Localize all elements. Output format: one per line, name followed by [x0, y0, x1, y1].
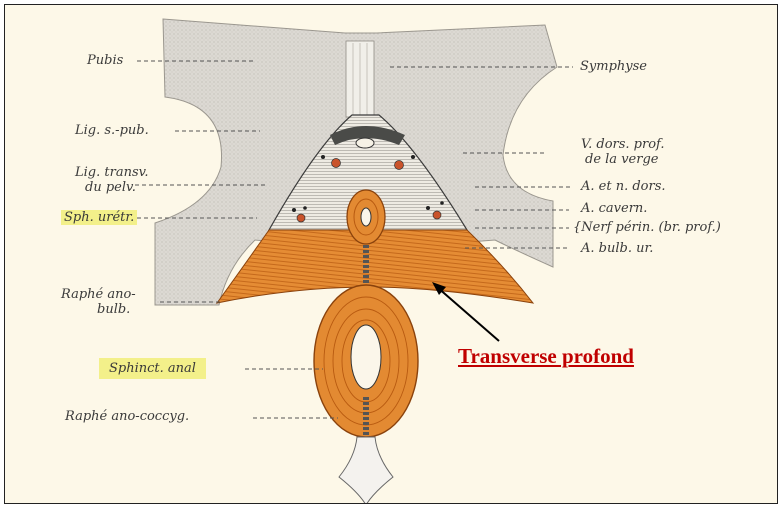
- vessel-left-dorsal: [332, 159, 341, 168]
- vessel-right-dorsal: [395, 161, 404, 170]
- label-raphe-ano-coccyg: Raphé ano-coccyg.: [65, 409, 189, 424]
- label-a-n-dors: A. et n. dors.: [581, 179, 666, 194]
- urethra: [361, 208, 371, 226]
- label-nerf-perin: {Nerf périn. (br. prof.): [573, 220, 721, 235]
- label-pubis: Pubis: [87, 53, 123, 68]
- label-lig-s-pub: Lig. s.-pub.: [75, 123, 149, 138]
- coccyx: [339, 437, 393, 504]
- anatomy-illustration: [5, 5, 778, 504]
- vessel-left-cavern: [297, 214, 305, 222]
- label-a-cavern: A. cavern.: [581, 201, 647, 216]
- label-a-bulb-ur: A. bulb. ur.: [581, 241, 653, 256]
- label-sph-uretr: Sph. urétr.: [61, 210, 137, 225]
- label-sphinct-anal: Sphinct. anal: [99, 361, 206, 376]
- anus: [351, 325, 381, 389]
- label-raphe-ano-bulb: Raphé ano- bulb.: [61, 287, 136, 317]
- figure-frame: Pubis Lig. s.-pub. Lig. transv. du pelv.…: [4, 4, 778, 504]
- dorsal-vein: [356, 138, 374, 148]
- label-v-dors-prof: V. dors. prof. de la verge: [581, 137, 665, 167]
- vessel-right-cavern: [433, 211, 441, 219]
- label-lig-transv: Lig. transv. du pelv.: [75, 165, 149, 195]
- label-symphyse: Symphyse: [580, 59, 647, 74]
- annotation-transverse-profond: Transverse profond: [458, 344, 634, 369]
